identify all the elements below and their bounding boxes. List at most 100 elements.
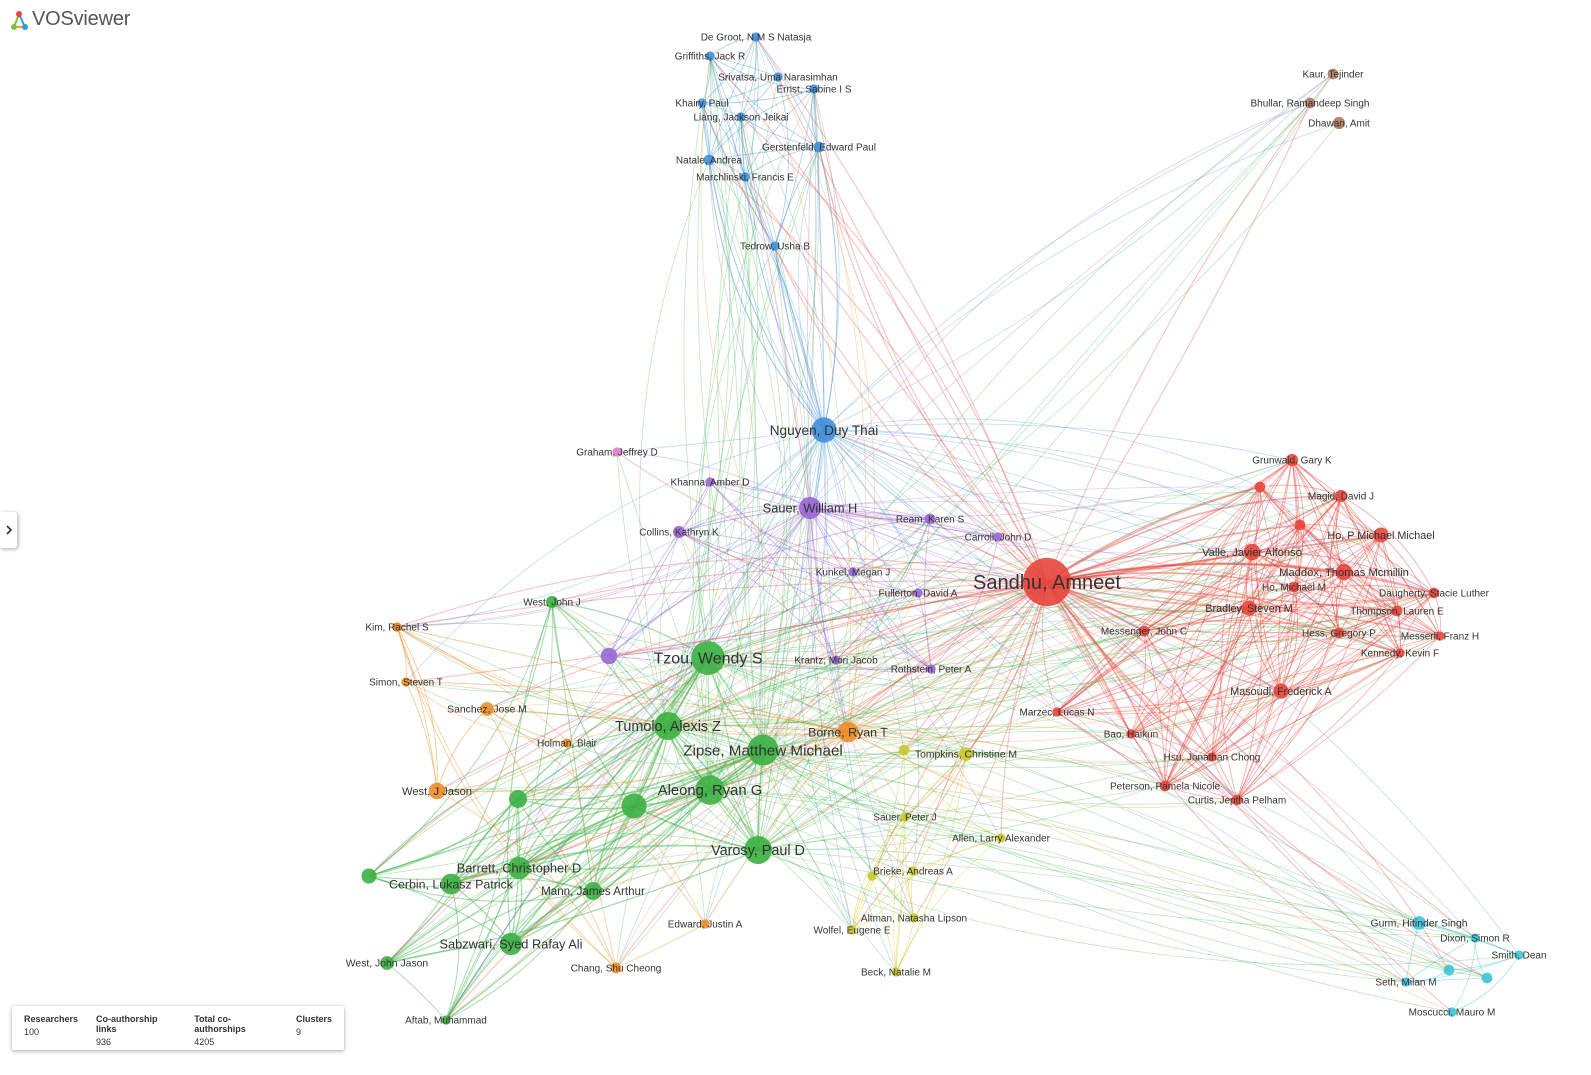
researcher-label[interactable]: Moscucci, Mauro M <box>1409 1008 1496 1019</box>
researcher-node-nguyen[interactable] <box>811 417 837 443</box>
researcher-node-o_unl1[interactable] <box>392 622 402 632</box>
researcher-node-zipse[interactable] <box>747 734 779 766</box>
researcher-node-khairy[interactable] <box>697 98 707 108</box>
researcher-node-barrett[interactable] <box>507 856 531 880</box>
researcher-node-west_jason[interactable] <box>428 782 446 800</box>
researcher-node-brieke[interactable] <box>908 866 918 876</box>
researcher-node-curtis[interactable] <box>1231 794 1243 806</box>
researcher-label[interactable]: Gurm, Hitinder Singh <box>1370 919 1467 930</box>
researcher-label[interactable]: Kim, Rachel S <box>365 623 429 634</box>
researcher-label[interactable]: Barrett, Christopher D <box>457 860 581 875</box>
researcher-label[interactable]: Aleong, Ryan G <box>658 783 762 799</box>
researcher-label[interactable]: Marchlinski, Francis E <box>696 173 794 184</box>
researcher-node-kaur[interactable] <box>1327 68 1339 80</box>
researcher-node-masoudi[interactable] <box>1273 683 1289 699</box>
researcher-node-griffiths[interactable] <box>705 51 715 61</box>
sidebar-toggle-button[interactable] <box>0 512 17 548</box>
researcher-label[interactable]: Khanna, Amber D <box>671 478 750 489</box>
researcher-label[interactable]: Brieke, Andreas A <box>873 867 953 878</box>
researcher-node-sanchez[interactable] <box>480 702 494 716</box>
researcher-node-tompkins[interactable] <box>959 747 973 761</box>
researcher-label[interactable]: Grunwald, Gary K <box>1252 456 1332 467</box>
researcher-node-thompson[interactable] <box>1391 605 1403 617</box>
researcher-node-liang[interactable] <box>736 112 746 122</box>
researcher-label[interactable]: Kunkel, Megan J <box>816 568 891 579</box>
researcher-node-ernst[interactable] <box>809 84 819 94</box>
researcher-label[interactable]: Liang, Jackson Jeikai <box>693 113 788 124</box>
researcher-label[interactable]: Fullerton, David A <box>879 589 958 600</box>
researcher-label[interactable]: Cerbin, Lukasz Patrick <box>389 877 514 891</box>
researcher-node-hess[interactable] <box>1333 627 1345 639</box>
researcher-node-sauer_pj[interactable] <box>900 812 910 822</box>
researcher-label[interactable]: Borne, Ryan T <box>808 725 888 739</box>
researcher-node-altman[interactable] <box>909 913 919 923</box>
researcher-node-kunkel[interactable] <box>848 567 858 577</box>
researcher-node-khanna[interactable] <box>705 477 715 487</box>
researcher-label[interactable]: Bao, Haikun <box>1104 730 1158 741</box>
researcher-label[interactable]: Chang, Shu Cheong <box>571 964 662 975</box>
researcher-node-simon[interactable] <box>401 677 411 687</box>
researcher-node-peterson[interactable] <box>1159 780 1171 792</box>
researcher-node-aleong[interactable] <box>695 775 725 805</box>
researcher-label[interactable]: Tedrow, Usha B <box>740 242 810 253</box>
researcher-node-marchlinski[interactable] <box>740 172 750 182</box>
researcher-node-r_unl2[interactable] <box>1294 519 1306 531</box>
researcher-node-dixon[interactable] <box>1470 933 1480 943</box>
researcher-node-seth[interactable] <box>1401 977 1411 987</box>
researcher-node-grunwald[interactable] <box>1285 453 1299 467</box>
researcher-node-g_unl2[interactable] <box>509 790 527 808</box>
researcher-node-graham[interactable] <box>612 447 622 457</box>
researcher-node-beck[interactable] <box>891 967 901 977</box>
researcher-label[interactable]: Messenger, John C <box>1101 627 1187 638</box>
researcher-node-gurm[interactable] <box>1412 916 1426 930</box>
researcher-label[interactable]: Kaur, Tejinder <box>1303 70 1365 81</box>
researcher-label[interactable]: Mann, James Arthur <box>541 885 645 898</box>
researcher-node-y_unl2[interactable] <box>867 871 877 881</box>
researcher-label[interactable]: Wolfel, Eugene E <box>813 926 890 937</box>
researcher-node-bradley[interactable] <box>1241 600 1257 616</box>
researcher-node-srivatsa[interactable] <box>773 72 783 82</box>
researcher-label[interactable]: Ernst, Sabine I S <box>776 85 851 96</box>
researcher-label[interactable]: Bradley, Steven M <box>1205 603 1292 615</box>
researcher-node-moscucci[interactable] <box>1447 1007 1457 1017</box>
researcher-label[interactable]: Sauer, Peter J <box>873 813 936 824</box>
researcher-label[interactable]: West, John Jason <box>346 959 429 970</box>
researcher-label[interactable]: Ho, Michael M <box>1262 583 1326 594</box>
researcher-label[interactable]: Natale, Andrea <box>676 156 743 167</box>
researcher-label[interactable]: Hsu, Jonathan Chong <box>1164 753 1261 764</box>
researcher-node-daugherty[interactable] <box>1428 587 1440 599</box>
researcher-label[interactable]: De Groot, N M S Natasja <box>701 33 812 44</box>
researcher-node-wolfel[interactable] <box>847 925 857 935</box>
researcher-label[interactable]: Masoudi, Frederick A <box>1230 686 1332 698</box>
researcher-node-tedrow[interactable] <box>770 241 780 251</box>
researcher-label[interactable]: Holman, Blair <box>537 739 598 750</box>
researcher-node-marzec[interactable] <box>1052 707 1062 717</box>
researcher-label[interactable]: Daugherty, Stacie Luther <box>1379 589 1490 600</box>
researcher-node-ho_mm[interactable] <box>1288 581 1300 593</box>
researcher-node-krantz[interactable] <box>831 655 841 665</box>
researcher-label[interactable]: Edward, Justin A <box>668 920 743 931</box>
researcher-label[interactable]: Messerli, Franz H <box>1401 632 1479 643</box>
researcher-node-west_j[interactable] <box>545 595 559 609</box>
researcher-label[interactable]: Dixon, Simon R <box>1440 934 1509 945</box>
researcher-label[interactable]: Beck, Natalie M <box>861 968 931 979</box>
researcher-label[interactable]: Dhawan, Amit <box>1308 119 1370 130</box>
researcher-node-magid[interactable] <box>1334 489 1348 503</box>
researcher-node-edward[interactable] <box>700 919 710 929</box>
researcher-label[interactable]: Tzou, Wendy S <box>653 651 762 668</box>
researcher-label[interactable]: Carroll, John D <box>965 533 1032 544</box>
researcher-label[interactable]: Simon, Steven T <box>369 678 443 689</box>
researcher-node-ho_pm[interactable] <box>1373 527 1389 543</box>
researcher-node-p_unl1[interactable] <box>600 647 618 665</box>
researcher-node-collins[interactable] <box>672 525 686 539</box>
researcher-label[interactable]: Seth, Milan M <box>1375 978 1436 989</box>
researcher-label[interactable]: Srivatsa, Uma Narasimhan <box>718 73 837 84</box>
researcher-label[interactable]: Varosy, Paul D <box>711 843 805 859</box>
researcher-label[interactable]: Bhullar, Ramandeep Singh <box>1251 99 1370 110</box>
researcher-node-kennedy[interactable] <box>1395 648 1405 658</box>
researcher-node-c_unl1[interactable] <box>1443 964 1455 976</box>
researcher-node-messerli[interactable] <box>1435 631 1445 641</box>
researcher-label[interactable]: Rothstein, Peter A <box>891 665 972 676</box>
researcher-node-aftab[interactable] <box>441 1015 451 1025</box>
researcher-label[interactable]: Griffiths, Jack R <box>675 52 745 63</box>
